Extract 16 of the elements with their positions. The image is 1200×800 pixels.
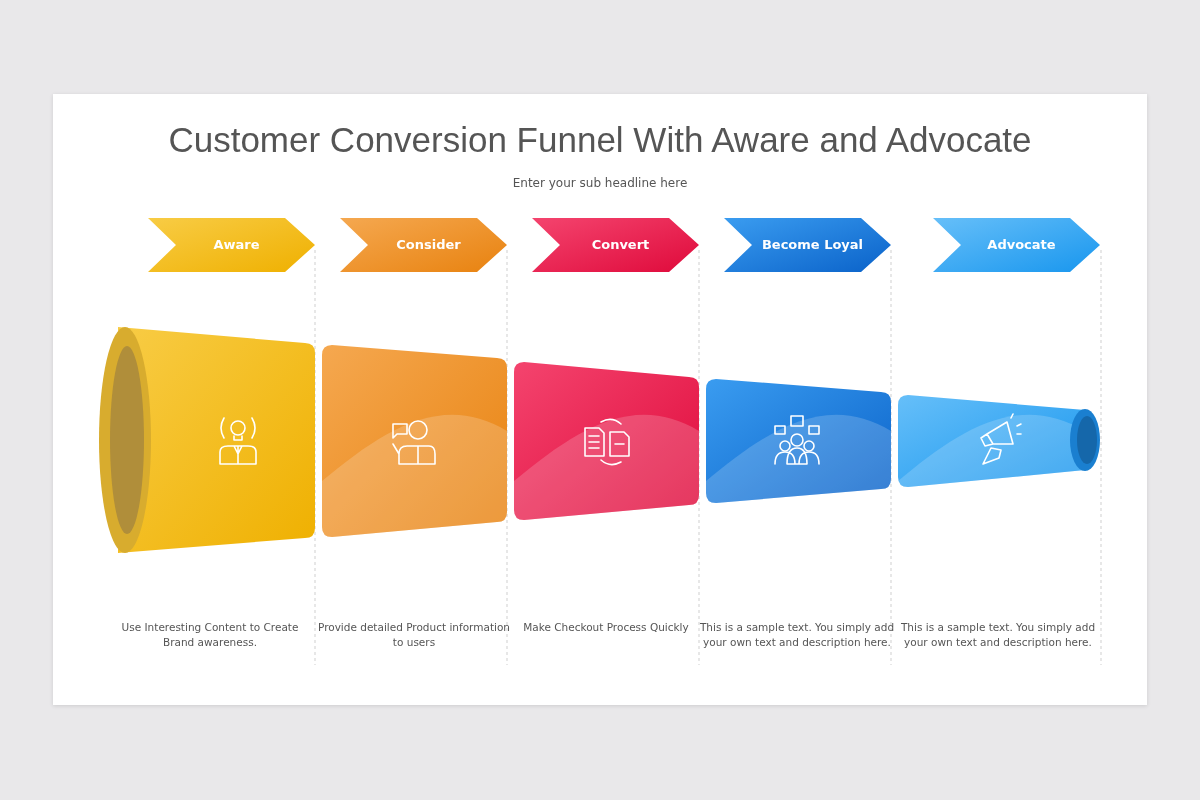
description-text: This is a sample text. You simply add your own text and description here. (698, 620, 896, 650)
description-text: This is a sample text. You simply add your own text and description here. (899, 620, 1097, 650)
chevron-shape (340, 218, 507, 272)
title: Customer Conversion Funnel With Aware and Advocate (167, 120, 1033, 160)
stage-label: Advocate (986, 236, 1057, 254)
description-text: Use Interesting Content to Create Brand awareness. (120, 620, 300, 650)
description-text: Provide detailed Product information to users (317, 620, 511, 650)
chevron-shape (148, 218, 315, 272)
stage-label: Convert (590, 236, 651, 254)
stage-label: Become Loyal (760, 236, 865, 254)
chevron-shape (933, 218, 1100, 272)
chevron-shape (724, 218, 891, 272)
stage-label: Aware (212, 236, 261, 254)
subtitle: Enter your sub headline here (511, 176, 689, 190)
chevron-shape (532, 218, 699, 272)
stage-label: Consider (395, 236, 462, 254)
